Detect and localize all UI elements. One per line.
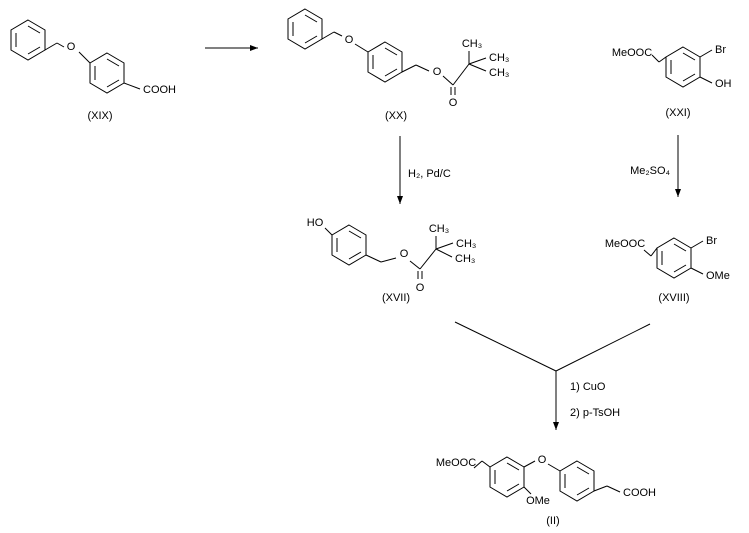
bonds <box>321 31 487 95</box>
compound-xix: O COOH (XIX) <box>10 19 176 122</box>
compound-xxi: MeOOC Br OH (XXI) <box>612 44 732 119</box>
converge-line-right <box>555 323 651 372</box>
ester-label: MeOOC <box>436 457 476 469</box>
ester-o-label: O <box>433 66 442 78</box>
coupling-arrow: 1) CuO 2) p-TsOH <box>454 321 651 430</box>
bonds <box>473 460 621 495</box>
methyl-label: CH₃ <box>456 238 476 250</box>
benzene-ring <box>331 224 367 266</box>
benzene-ring <box>367 41 403 83</box>
compound-xx: O O O CH₃ CH₃ CH₃ (XX) <box>287 8 509 122</box>
ether-o-label: O <box>538 454 547 466</box>
benzene-ring <box>665 46 701 88</box>
bonds <box>651 49 713 84</box>
compound-label-ii: (II) <box>546 515 559 527</box>
compound-label-xix: (XIX) <box>87 110 112 122</box>
compound-label-xx: (XX) <box>385 110 407 122</box>
benzene-ring <box>559 460 595 502</box>
acid-label: COOH <box>143 84 176 96</box>
bromide-label: Br <box>706 235 717 247</box>
carbonyl-o-label: O <box>449 97 458 109</box>
benzene-ring <box>656 237 692 279</box>
methyl-label: CH₃ <box>429 223 449 235</box>
methyl-label: CH₃ <box>489 52 509 64</box>
compound-label-xvii: (XVII) <box>382 292 410 304</box>
methyl-label: CH₃ <box>462 38 482 50</box>
benzene-ring <box>89 52 125 94</box>
ester-o-label: O <box>400 248 409 260</box>
ester-label: MeOOC <box>605 238 645 250</box>
benzene-ring <box>489 456 525 498</box>
methyl-label: CH₃ <box>489 67 509 79</box>
bromide-label: Br <box>715 44 726 56</box>
bonds <box>324 227 454 279</box>
methoxy-label: OMe <box>526 495 550 507</box>
ether-o-label: O <box>67 41 76 53</box>
compound-xviii: MeOOC Br OMe (XVIII) <box>605 235 730 304</box>
ether-o-label: O <box>345 34 354 46</box>
compound-label-xxi: (XXI) <box>665 107 690 119</box>
acid-label: COOH <box>623 487 656 499</box>
hydroxyl-label: OH <box>715 78 732 90</box>
bonds <box>44 42 141 90</box>
benzene-ring <box>287 8 323 50</box>
compound-ii: MeOOC O OMe COOH (II) <box>436 454 656 527</box>
bonds <box>643 240 704 275</box>
methoxy-label: OMe <box>706 270 730 282</box>
hydroxyl-label: HO <box>307 217 324 229</box>
condition-coupling-2: 2) p-TsOH <box>570 407 620 419</box>
compound-xvii: HO O O CH₃ CH₃ CH₃ (XVII) <box>307 217 477 304</box>
carbonyl-o-label: O <box>416 282 425 294</box>
methyl-label: CH₃ <box>455 253 475 265</box>
converge-line-left <box>454 321 557 372</box>
condition-coupling-1: 1) CuO <box>570 381 606 393</box>
condition-methylation: Me₂SO₄ <box>630 165 670 177</box>
condition-hydrogenolysis: H₂, Pd/C <box>408 168 451 180</box>
compound-label-xviii: (XVIII) <box>658 292 689 304</box>
benzene-ring <box>10 19 46 61</box>
ester-label: MeOOC <box>612 47 652 59</box>
